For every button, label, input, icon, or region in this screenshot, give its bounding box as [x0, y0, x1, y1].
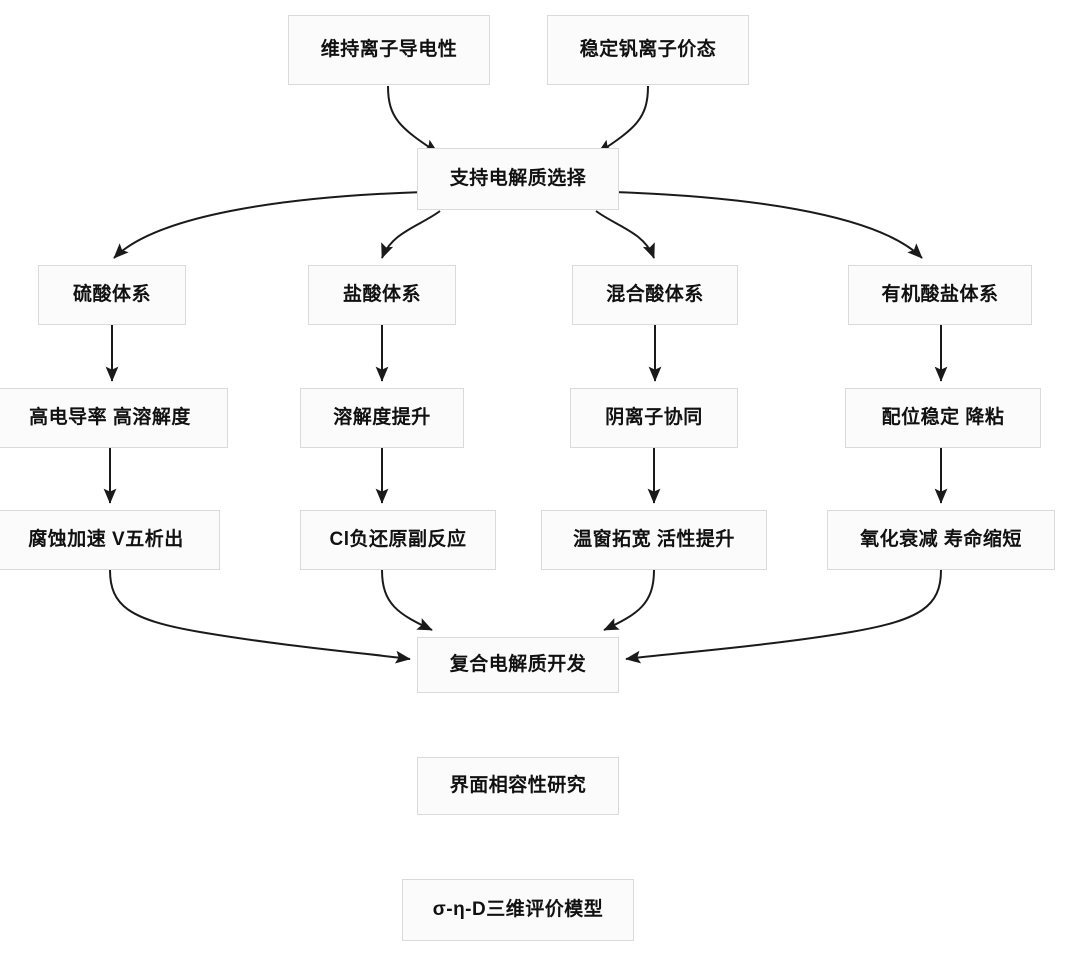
- node-n5[interactable]: 盐酸体系: [308, 265, 456, 325]
- edge-n3-n4: [113, 191, 425, 259]
- node-n9[interactable]: 溶解度提升: [300, 388, 464, 448]
- node-label: 支持电解质选择: [449, 167, 587, 189]
- node-label: 高电导率 高溶解度: [29, 406, 191, 428]
- node-label: 溶解度提升: [333, 406, 431, 428]
- node-n2[interactable]: 稳定钒离子价态: [547, 15, 749, 85]
- edge-n3-n7: [611, 191, 923, 259]
- node-n6[interactable]: 混合酸体系: [572, 265, 738, 325]
- node-n3[interactable]: 支持电解质选择: [417, 148, 619, 210]
- edge-n2-n3: [597, 85, 649, 154]
- node-label: Cl负还原副反应: [329, 528, 467, 550]
- edge-n12-n16: [109, 569, 411, 664]
- node-n18[interactable]: σ-η-D三维评价模型: [402, 879, 634, 941]
- node-label: 维持离子导电性: [320, 38, 458, 60]
- node-n17[interactable]: 界面相容性研究: [417, 757, 619, 815]
- node-n14[interactable]: 温窗拓宽 活性提升: [541, 510, 767, 570]
- node-n11[interactable]: 配位稳定 降粘: [845, 388, 1041, 448]
- node-label: 有机酸盐体系: [881, 283, 999, 305]
- edge-n15-n16: [625, 569, 942, 664]
- node-label: 温窗拓宽 活性提升: [573, 528, 735, 550]
- edge-n13-n16: [381, 569, 433, 631]
- node-n7[interactable]: 有机酸盐体系: [848, 265, 1032, 325]
- node-n8[interactable]: 高电导率 高溶解度: [0, 388, 228, 448]
- node-label: 稳定钒离子价态: [579, 38, 717, 60]
- node-label: σ-η-D三维评价模型: [432, 898, 604, 920]
- node-label: 界面相容性研究: [449, 774, 587, 796]
- node-n16[interactable]: 复合电解质开发: [417, 637, 619, 693]
- node-label: 硫酸体系: [72, 283, 151, 305]
- node-n1[interactable]: 维持离子导电性: [288, 15, 490, 85]
- node-label: 混合酸体系: [606, 283, 704, 305]
- edge-n14-n16: [603, 569, 655, 631]
- node-label: 腐蚀加速 V五析出: [28, 528, 184, 550]
- node-label: 阴离子协同: [605, 406, 703, 428]
- node-label: 复合电解质开发: [449, 653, 587, 675]
- edge-n3-n6: [595, 210, 655, 259]
- node-label: 盐酸体系: [342, 283, 421, 305]
- node-n15[interactable]: 氧化衰减 寿命缩短: [827, 510, 1055, 570]
- edge-n3-n5: [381, 210, 441, 259]
- node-label: 氧化衰减 寿命缩短: [860, 528, 1022, 550]
- node-n4[interactable]: 硫酸体系: [38, 265, 186, 325]
- node-n13[interactable]: Cl负还原副反应: [300, 510, 496, 570]
- node-label: 配位稳定 降粘: [881, 406, 1005, 428]
- edge-n1-n3: [387, 85, 439, 154]
- node-n12[interactable]: 腐蚀加速 V五析出: [0, 510, 220, 570]
- node-n10[interactable]: 阴离子协同: [570, 388, 738, 448]
